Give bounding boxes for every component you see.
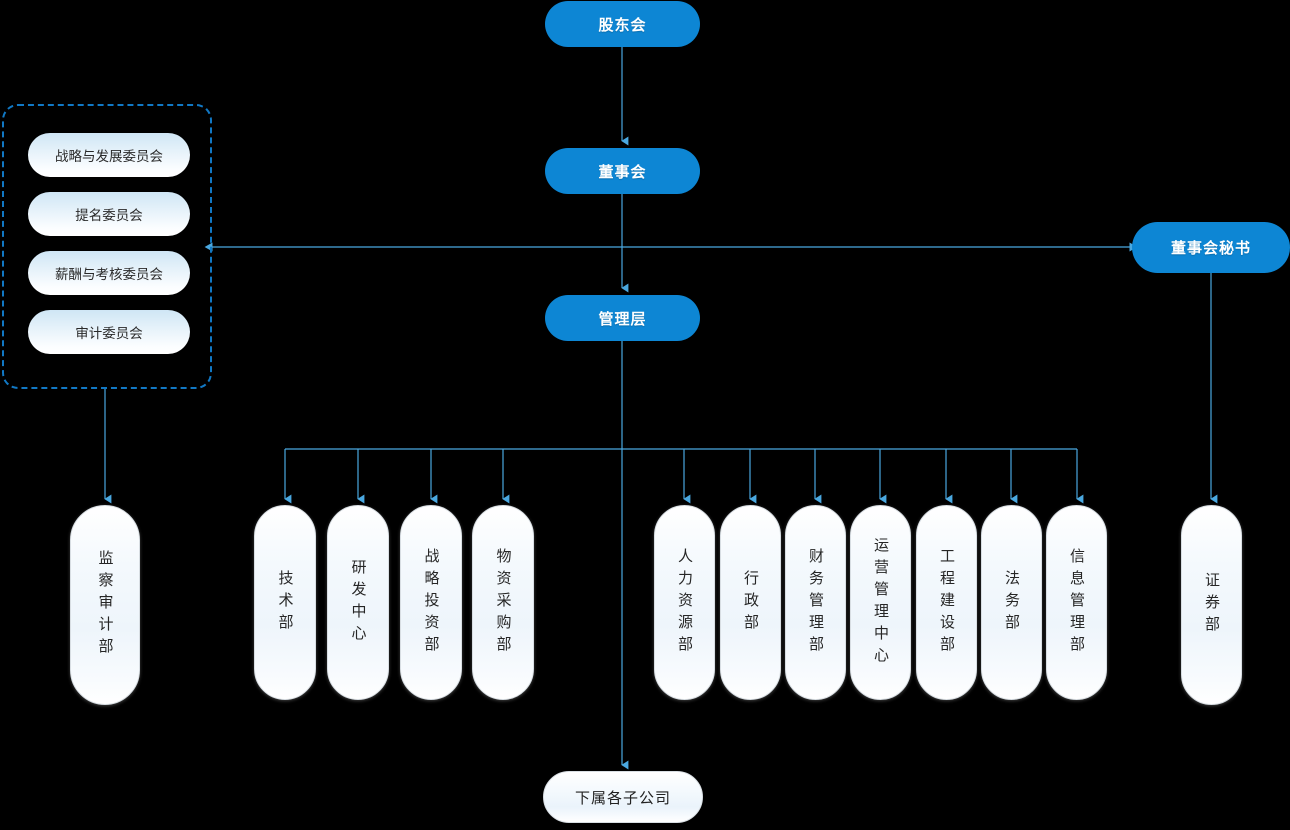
committee-item-nomination[interactable]: 提名委员会: [28, 192, 190, 236]
node-management[interactable]: 管理层: [545, 295, 700, 341]
dept-label: 监察审计部: [96, 550, 115, 660]
dept-label: 证券部: [1203, 572, 1221, 638]
node-subsidiaries[interactable]: 下属各子公司: [543, 771, 703, 823]
node-board-of-directors[interactable]: 董事会: [545, 148, 700, 194]
dept-label: 财务管理部: [807, 547, 825, 658]
dept-rd-center[interactable]: 研发中心: [327, 505, 389, 700]
node-label: 股东会: [598, 15, 647, 34]
dept-engineering-construction[interactable]: 工程建设部: [916, 505, 977, 700]
node-board-secretary[interactable]: 董事会秘书: [1132, 222, 1290, 273]
dept-strategic-investment[interactable]: 战略投资部: [400, 505, 462, 700]
committee-item-audit[interactable]: 审计委员会: [28, 310, 190, 354]
dept-label: 信息管理部: [1068, 547, 1086, 658]
dept-administration[interactable]: 行政部: [720, 505, 781, 700]
dept-material-procurement[interactable]: 物资采购部: [472, 505, 534, 700]
dept-technology[interactable]: 技术部: [254, 505, 316, 700]
node-shareholders-meeting[interactable]: 股东会: [545, 1, 700, 47]
dept-supervisory-audit[interactable]: 监察审计部: [70, 505, 140, 705]
committee-item-remuneration[interactable]: 薪酬与考核委员会: [28, 251, 190, 295]
node-label: 管理层: [598, 309, 647, 328]
dept-human-resources[interactable]: 人力资源部: [654, 505, 715, 700]
dept-label: 研发中心: [349, 558, 368, 647]
committee-item-label: 战略与发展委员会: [55, 149, 163, 165]
node-label: 董事会秘书: [1170, 239, 1251, 257]
committee-item-label: 提名委员会: [75, 208, 143, 224]
dept-securities[interactable]: 证券部: [1181, 505, 1242, 705]
dept-label: 工程建设部: [938, 547, 956, 658]
dept-label: 行政部: [742, 569, 760, 636]
committee-item-label: 薪酬与考核委员会: [55, 267, 163, 283]
committee-item-strategy[interactable]: 战略与发展委员会: [28, 133, 190, 177]
dept-label: 人力资源部: [676, 547, 694, 658]
dept-operations-center[interactable]: 运营管理中心: [850, 505, 911, 700]
committee-item-label: 审计委员会: [75, 326, 143, 342]
dept-label: 战略投资部: [422, 547, 441, 658]
committee-panel: 战略与发展委员会 提名委员会 薪酬与考核委员会 审计委员会: [2, 104, 212, 389]
dept-label: 运营管理中心: [872, 536, 890, 669]
dept-financial-management[interactable]: 财务管理部: [785, 505, 846, 700]
dept-label: 技术部: [276, 569, 295, 636]
dept-label: 物资采购部: [494, 547, 513, 658]
node-label: 董事会: [598, 162, 647, 181]
dept-legal-affairs[interactable]: 法务部: [981, 505, 1042, 700]
dept-information-management[interactable]: 信息管理部: [1046, 505, 1107, 700]
node-label: 下属各子公司: [574, 788, 671, 807]
dept-label: 法务部: [1003, 569, 1021, 636]
